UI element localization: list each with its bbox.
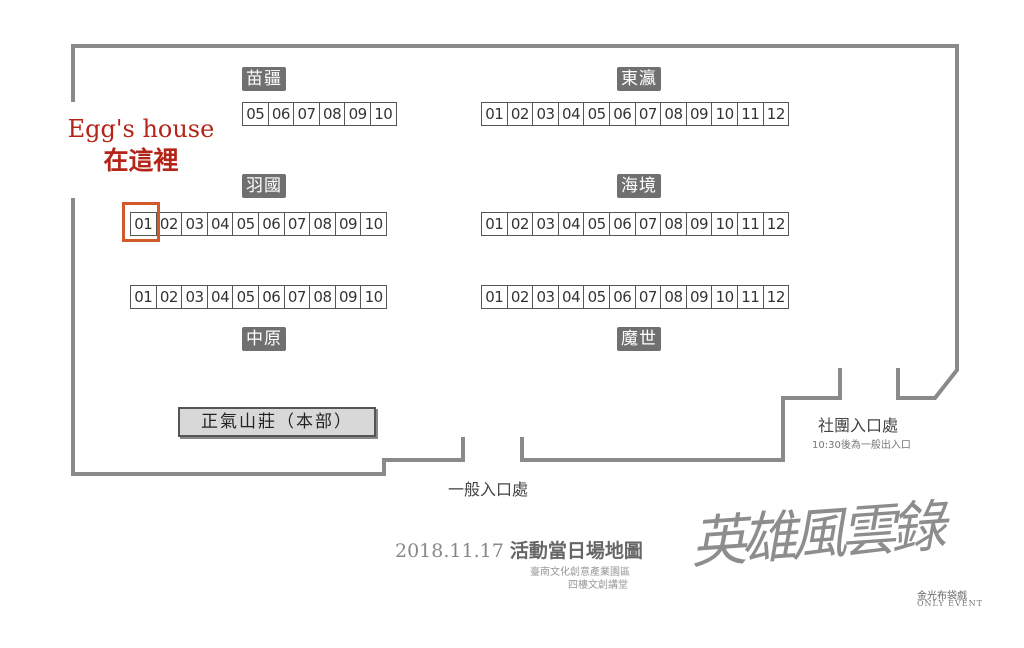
headquarters-box: 正氣山莊（本部） [178,407,376,437]
booth-zhongyuan-row-04: 04 [207,286,234,308]
highlighted-booth-marker [122,202,160,242]
booth-yuguo-row-06: 06 [258,213,285,235]
booth-moshi-row-04: 04 [558,286,585,308]
booth-yuguo-row-09: 09 [335,213,362,235]
booth-moshi-row-10: 10 [712,286,738,308]
booth-miaojiang-row-06: 06 [268,103,295,125]
booth-moshi-row-06: 06 [609,286,636,308]
booth-zhongyuan-row-08: 08 [310,286,336,308]
booth-zhongyuan-row-03: 03 [182,286,208,308]
venue-room: 四樓文創講堂 [568,580,628,591]
booth-haijing-row-12: 12 [763,213,790,235]
booth-yuguo-row-03: 03 [182,213,208,235]
booth-haijing-row-03: 03 [533,213,559,235]
booth-yuguo-row-10: 10 [361,213,387,235]
general-entrance-label: 一般入口處 [448,480,529,499]
location-note-subtitle: 在這裡 [103,146,179,175]
booth-haijing-row-04: 04 [558,213,585,235]
booth-yuguo-row-07: 07 [284,213,311,235]
event-title: 活動當日場地圖 [509,540,643,562]
booth-yuguo-row-02: 02 [156,213,183,235]
zone-label-zhongyuan: 中原 [242,327,286,351]
booth-haijing-row-10: 10 [712,213,738,235]
booth-moshi-row-08: 08 [661,286,687,308]
booth-moshi-row-11: 11 [737,286,764,308]
booth-zhongyuan-row-06: 06 [258,286,285,308]
booth-zhongyuan-row-02: 02 [156,286,183,308]
booth-dongying-row-05: 05 [584,103,610,125]
event-date-title: 2018.11.17 活動當日場地圖 [395,536,643,563]
booth-yuguo-row-01: 01 [131,213,157,235]
zone-label-dongying: 東瀛 [617,67,661,91]
club-entrance-label: 社團入口處 [818,416,899,435]
booth-moshi-row-03: 03 [533,286,559,308]
booth-yuguo-row-05: 05 [233,213,259,235]
booth-miaojiang-row-08: 08 [319,103,346,125]
zone-label-miaojiang: 苗疆 [242,67,286,91]
booth-yuguo-row-04: 04 [207,213,234,235]
zone-label-moshi: 魔世 [617,327,661,351]
club-entrance-note: 10:30後為一般出入口 [812,440,911,451]
booth-moshi-row-12: 12 [763,286,790,308]
brand-name: 金光布袋戲 [917,591,967,602]
booth-zhongyuan-row-09: 09 [335,286,362,308]
location-note-title: Egg's house [67,115,215,143]
zone-label-haijing: 海境 [617,174,661,198]
booth-zhongyuan-row-01: 01 [131,286,157,308]
booth-miaojiang-row-07: 07 [294,103,320,125]
booth-dongying-row-04: 04 [558,103,585,125]
booth-dongying-row-10: 10 [712,103,738,125]
location-note: Egg's house 在這裡 [50,102,232,198]
booth-moshi-row-01: 01 [482,286,508,308]
booth-moshi-row-09: 09 [686,286,713,308]
booth-dongying-row-08: 08 [661,103,687,125]
brand-tagline: ONLY EVENT [917,599,983,608]
zone-label-yuguo: 羽國 [242,174,286,198]
venue-name: 臺南文化創意產業園區 [530,567,630,578]
booth-haijing-row-11: 11 [737,213,764,235]
booth-zhongyuan-row-10: 10 [361,286,387,308]
event-date: 2018.11.17 [395,540,504,562]
booth-zhongyuan-row-05: 05 [233,286,259,308]
booth-yuguo-row-08: 08 [310,213,336,235]
booth-dongying-row-06: 06 [609,103,636,125]
booth-zhongyuan-row-07: 07 [284,286,311,308]
booth-miaojiang-row-10: 10 [370,103,397,125]
booth-moshi-row-05: 05 [584,286,610,308]
booth-moshi-row-02: 02 [507,286,534,308]
booth-haijing-row-09: 09 [686,213,713,235]
booth-haijing-row-08: 08 [661,213,687,235]
booth-dongying-row-01: 01 [482,103,508,125]
booth-dongying-row-12: 12 [763,103,790,125]
booth-dongying-row-11: 11 [737,103,764,125]
booth-dongying-row-03: 03 [533,103,559,125]
booth-haijing-row-06: 06 [609,213,636,235]
booth-haijing-row-01: 01 [482,213,508,235]
booth-dongying-row-09: 09 [686,103,713,125]
booth-miaojiang-row-09: 09 [345,103,371,125]
booth-dongying-row-02: 02 [507,103,534,125]
booth-miaojiang-row-05: 05 [243,103,269,125]
booth-haijing-row-05: 05 [584,213,610,235]
booth-haijing-row-07: 07 [635,213,662,235]
booth-moshi-row-07: 07 [635,286,662,308]
booth-haijing-row-02: 02 [507,213,534,235]
booth-dongying-row-07: 07 [635,103,662,125]
